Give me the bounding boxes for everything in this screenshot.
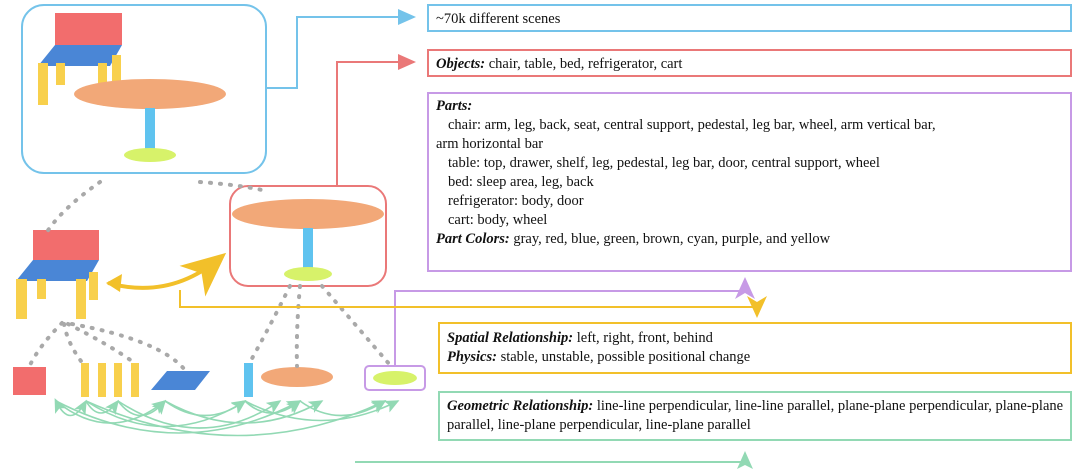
parts-line-refrigerator: refrigerator: body, door xyxy=(448,193,584,209)
parts-line-cart: cart: body, wheel xyxy=(448,212,548,228)
objects-box: Objects: chair, table, bed, refrigerator… xyxy=(427,49,1072,77)
geometric-label: Geometric Relationship: xyxy=(447,398,594,414)
spatial-double-arrow xyxy=(107,252,227,297)
parts-line-bed: bed: sleep area, leg, back xyxy=(448,174,594,190)
spatial-arrow xyxy=(179,290,767,318)
geometric-arrow xyxy=(355,451,753,469)
geometric-text: line-line perpendicular, line-line paral… xyxy=(447,398,1064,433)
geometric-box: Geometric Relationship: line-line perpen… xyxy=(438,391,1072,441)
parts-line-table: table: top, drawer, shelf, leg, pedestal… xyxy=(448,155,880,171)
scenes-text: ~70k different scenes xyxy=(436,11,561,27)
table-panel xyxy=(229,185,387,287)
scenes-arrow xyxy=(266,9,416,89)
physics-label: Physics: xyxy=(447,349,497,365)
part-colors-text: gray, red, blue, green, brown, cyan, pur… xyxy=(509,231,831,247)
dotted-links xyxy=(28,180,392,372)
parts-row xyxy=(13,363,426,397)
objects-text: chair, table, bed, refrigerator, cart xyxy=(485,56,683,72)
physics-text: stable, unstable, possible positional ch… xyxy=(496,349,751,365)
spatial-box: Spatial Relationship: left, right, front… xyxy=(438,322,1072,374)
parts-label: Parts: xyxy=(436,98,473,114)
scenes-box: ~70k different scenes xyxy=(427,4,1072,32)
spatial-label: Spatial Relationship: xyxy=(447,330,574,346)
objects-arrow xyxy=(336,54,416,186)
geometric-arcs xyxy=(54,398,400,437)
parts-arrow xyxy=(394,277,755,366)
parts-line-chair: chair: arm, leg, back, seat, central sup… xyxy=(448,117,936,133)
parts-box: Parts: chair: arm, leg, back, seat, cent… xyxy=(427,92,1072,272)
parts-line-chair-cont: arm horizontal bar xyxy=(436,136,544,152)
spatial-text: left, right, front, behind xyxy=(573,330,713,346)
part-colors-label: Part Colors: xyxy=(436,231,510,247)
objects-label: Objects: xyxy=(436,56,486,72)
chair-object xyxy=(16,230,99,319)
scene-panel xyxy=(21,4,267,174)
